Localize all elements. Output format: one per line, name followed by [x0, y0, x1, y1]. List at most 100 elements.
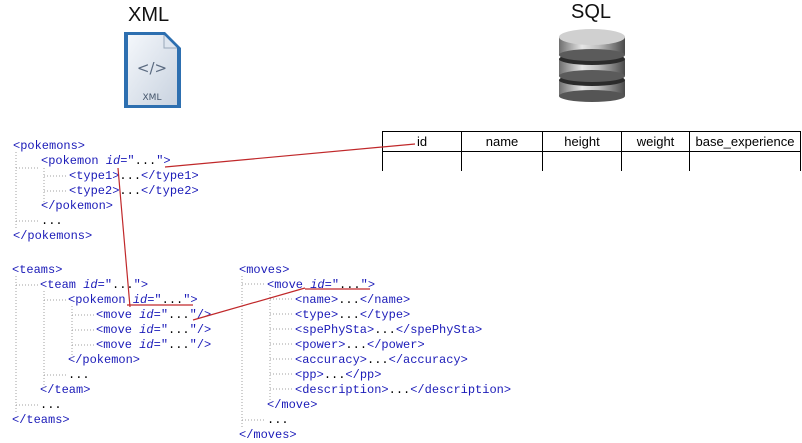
- xml-token: <name>: [295, 293, 339, 307]
- xml-token: </description>: [410, 383, 512, 397]
- xml-line: <type2>...</type2>: [13, 184, 199, 199]
- xml-token: ...: [338, 293, 360, 307]
- sql-col-weight: weight: [621, 131, 690, 152]
- xml-token: </power>: [367, 338, 425, 352]
- xml-token: </pokemons>: [13, 229, 93, 243]
- pokemons-xml-block: <pokemons><pokemon id="..."><type1>...</…: [13, 139, 199, 244]
- xml-token: "/>: [189, 308, 212, 322]
- xml-file-icon: </> XML: [124, 32, 181, 108]
- xml-token: <pp>: [295, 368, 324, 382]
- xml-token: ...: [374, 323, 396, 337]
- sql-table: id name height weight base_experience: [382, 131, 801, 171]
- xml-token: ...: [119, 169, 142, 183]
- xml-line: <moves>: [239, 263, 511, 278]
- xml-token: </pokemon>: [41, 199, 114, 213]
- xml-line: </pokemon>: [12, 353, 211, 368]
- xml-token: <type2>: [69, 184, 120, 198]
- xml-token: ...: [339, 278, 361, 292]
- xml-token: id: [139, 338, 154, 352]
- xml-line: ...: [13, 214, 199, 229]
- xml-line: <spePhySta>...</spePhySta>: [239, 323, 511, 338]
- xml-token: </type1>: [141, 169, 199, 183]
- xml-token: ...: [388, 383, 411, 397]
- xml-token: ...: [112, 278, 134, 292]
- xml-token: </moves>: [239, 428, 297, 442]
- xml-token: <type>: [295, 308, 339, 322]
- xml-token: id: [105, 154, 121, 168]
- sql-col-name: name: [461, 131, 543, 152]
- xml-token: ...: [134, 154, 157, 168]
- sql-header-row: id name height weight base_experience: [382, 131, 801, 152]
- xml-token: =": [147, 293, 162, 307]
- xml-token: ">: [360, 278, 376, 292]
- xml-token: "/>: [189, 323, 212, 337]
- sql-title: SQL: [571, 1, 612, 23]
- xml-token: ...: [168, 308, 190, 322]
- sql-col-id: id: [382, 131, 462, 152]
- xml-token: ">: [156, 154, 171, 168]
- xml-title: XML: [128, 4, 170, 26]
- xml-token: <move: [96, 323, 140, 337]
- xml-line: ...: [239, 413, 511, 428]
- xml-token: id: [139, 323, 154, 337]
- xml-line: <move id="..."/>: [12, 323, 211, 338]
- xml-line: <pokemon id="...">: [12, 293, 211, 308]
- xml-line: ...: [12, 398, 211, 413]
- xml-token: <type1>: [69, 169, 120, 183]
- xml-token: =": [153, 323, 169, 337]
- xml-line: <name>...</name>: [239, 293, 511, 308]
- xml-line: <move id="..."/>: [12, 308, 211, 323]
- xml-token: ...: [68, 368, 90, 382]
- xml-token: "/>: [189, 338, 212, 352]
- xml-token: id: [310, 278, 325, 292]
- sql-cell: [542, 151, 622, 171]
- xml-token: ...: [323, 368, 346, 382]
- xml-token: ...: [168, 323, 190, 337]
- xml-token: <power>: [295, 338, 346, 352]
- xml-icon-label: XML: [143, 93, 162, 103]
- xml-line: </move>: [239, 398, 511, 413]
- xml-token: </accuracy>: [388, 353, 468, 367]
- xml-line: <teams>: [12, 263, 211, 278]
- xml-token: ...: [345, 338, 368, 352]
- xml-token: ...: [367, 353, 389, 367]
- xml-line: <pokemon id="...">: [13, 154, 199, 169]
- sql-empty-row: [382, 151, 801, 171]
- xml-token: <move: [267, 278, 311, 292]
- xml-token: id: [132, 293, 148, 307]
- xml-line: <type>...</type>: [239, 308, 511, 323]
- sql-cell: [689, 151, 801, 171]
- xml-line: <accuracy>...</accuracy>: [239, 353, 511, 368]
- moves-xml-block: <moves><move id="..."><name>...</name><t…: [239, 263, 511, 443]
- xml-token: <moves>: [239, 263, 290, 277]
- xml-token: </pp>: [345, 368, 382, 382]
- xml-line: </pokemons>: [13, 229, 199, 244]
- xml-token: </spePhySta>: [395, 323, 483, 337]
- xml-icon-glyph: </>: [137, 59, 167, 77]
- xml-token: =": [153, 308, 169, 322]
- xml-token: <team: [40, 278, 84, 292]
- xml-token: <teams>: [12, 263, 63, 277]
- sql-cell: [382, 151, 462, 171]
- xml-token: <pokemon: [41, 154, 106, 168]
- xml-token: </type2>: [141, 184, 199, 198]
- xml-token: ...: [119, 184, 142, 198]
- xml-token: id: [83, 278, 98, 292]
- teams-xml-block: <teams><team id="..."><pokemon id="...">…: [12, 263, 211, 428]
- xml-token: </move>: [267, 398, 318, 412]
- xml-token: </name>: [359, 293, 411, 307]
- xml-token: =": [153, 338, 169, 352]
- xml-token: </teams>: [12, 413, 70, 427]
- xml-token: <description>: [295, 383, 389, 397]
- xml-line: <pokemons>: [13, 139, 199, 154]
- xml-token: <pokemons>: [13, 139, 86, 153]
- sql-cell: [461, 151, 543, 171]
- xml-token: </pokemon>: [68, 353, 141, 367]
- xml-token: <move: [96, 308, 140, 322]
- sql-col-base-experience: base_experience: [689, 131, 801, 152]
- xml-token: </type>: [359, 308, 411, 322]
- xml-line: <team id="...">: [12, 278, 211, 293]
- xml-token: id: [139, 308, 154, 322]
- xml-token: <move: [96, 338, 140, 352]
- xml-token: ...: [161, 293, 184, 307]
